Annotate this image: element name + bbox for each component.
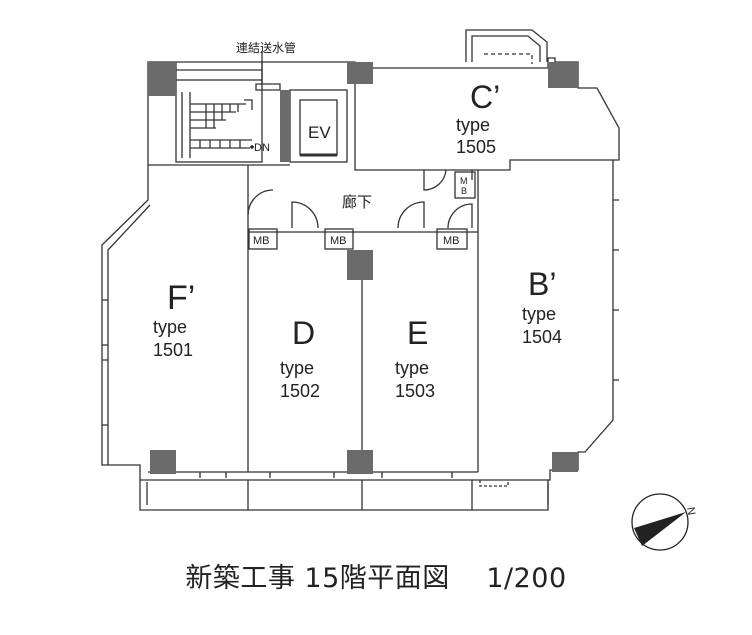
stair-down-label: DN [254,142,270,154]
unit-1501: F’ type 1501 [153,279,195,360]
mb-closets [248,171,476,250]
unit-type-label: type [395,358,429,378]
unit-type-label: type [522,304,556,324]
unit-number: 1503 [395,381,435,401]
unit-type-label: type [280,358,314,378]
unit-1503: E type 1503 [395,315,435,401]
corridor-walls [148,164,479,473]
unit-type-label: type [153,317,187,337]
plan-caption: 新築工事 15階平面図 1/200 [185,563,567,594]
mb-label-vertical-bottom: B [461,186,467,196]
stair-well [175,52,281,163]
unit-name: E [407,315,428,351]
pipe-label: 連結送水管 [236,40,296,55]
elevator-label: EV [308,123,331,142]
unit-1502: D type 1502 [280,315,320,401]
unit-1504: B’ type 1504 [522,266,562,347]
columns [148,62,578,474]
mb-label-1501: MB [253,235,270,247]
mb-label-1503: MB [443,235,460,247]
unit-name: F’ [167,279,195,317]
balcony-top [465,29,548,64]
windows [102,199,619,510]
unit-type-label: type [456,115,490,135]
unit-name: C’ [470,79,500,115]
unit-1505-walls [354,68,613,191]
unit-number: 1501 [153,340,193,360]
unit-1505: C’ type 1505 [456,79,500,157]
compass-icon: N [631,493,697,551]
corridor-label: 廊下 [342,193,372,211]
unit-name: B’ [528,266,556,302]
mb-label-vertical-top: M [460,176,468,186]
building-outline [101,57,620,511]
unit-number: 1502 [280,381,320,401]
compass-north-label: N [684,506,697,516]
unit-number: 1505 [456,137,496,157]
unit-name: D [292,315,315,351]
mb-label-1502: MB [330,235,347,247]
unit-number: 1504 [522,327,562,347]
